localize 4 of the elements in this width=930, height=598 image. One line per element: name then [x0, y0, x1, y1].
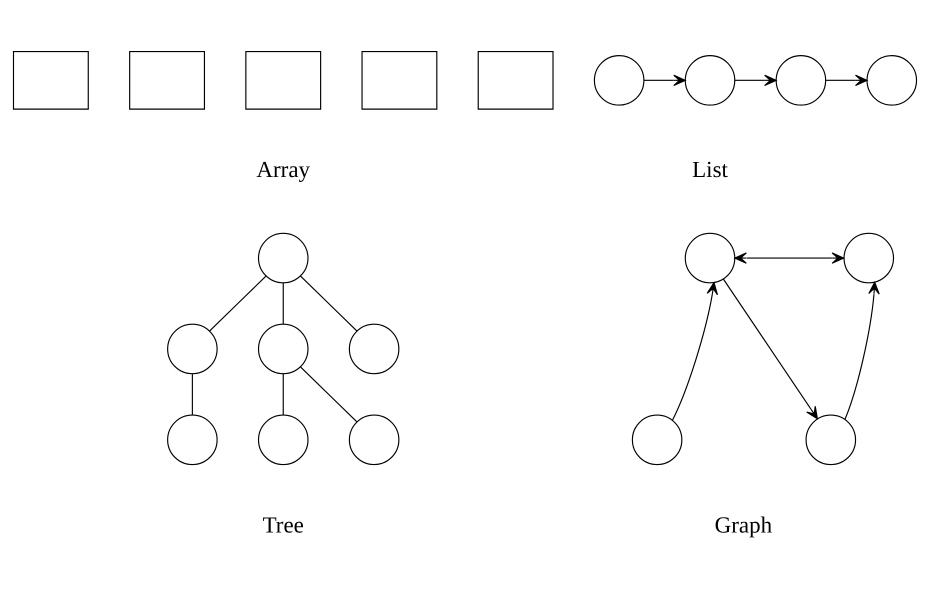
- label: List: [692, 156, 728, 182]
- label: Array: [256, 156, 310, 182]
- label: Tree: [262, 512, 304, 537]
- label: Graph: [714, 512, 772, 537]
